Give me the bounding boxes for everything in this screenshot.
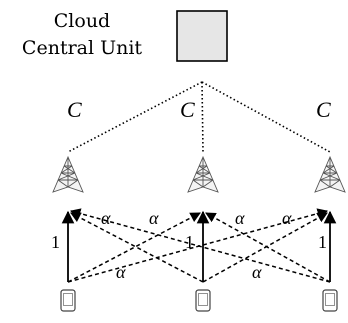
cross-link-u3-to-ap1 [69,208,331,283]
cross-gain-label-top-3: α [235,208,245,228]
antenna-tower-icon [314,155,346,193]
antenna-tower-icon [187,155,219,193]
mobile-phone-icon [60,289,76,312]
central-unit-label-line2: Central Unit [22,37,143,59]
direct-links [61,210,337,282]
direct-gain-label-right: 1 [318,232,327,252]
fronthaul-link-center [201,81,204,153]
cross-link-u1-to-ap3 [67,208,329,283]
cross-gain-label-bottom-2: α [252,262,262,282]
cross-link-u1-to-ap2 [67,212,201,283]
cross-gain-label-top-1: α [101,208,111,228]
fronthaul-link-left [67,81,203,153]
antenna-tower-icon [52,155,84,193]
mobile-phone-icon [195,289,211,312]
cross-gain-label-bottom-1: α [116,262,126,282]
cross-gain-label-top-4: α [282,208,292,228]
mobile-phone-icon [322,289,338,312]
fronthaul-link-right [201,81,331,153]
capacity-label-left: C [67,97,82,122]
central-unit-box [176,10,228,62]
cross-link-u2-to-ap3 [202,212,328,283]
cross-link-u3-to-ap2 [205,212,331,283]
fronthaul-links [67,81,331,153]
capacity-label-right: C [316,97,331,122]
central-unit-label-line1: Cloud [54,10,110,32]
cross-links [67,208,331,283]
direct-gain-label-center: 1 [185,232,194,252]
direct-gain-label-left: 1 [51,232,60,252]
capacity-label-center: C [180,97,195,122]
cross-gain-label-top-2: α [149,208,159,228]
cross-link-u2-to-ap1 [70,212,204,283]
